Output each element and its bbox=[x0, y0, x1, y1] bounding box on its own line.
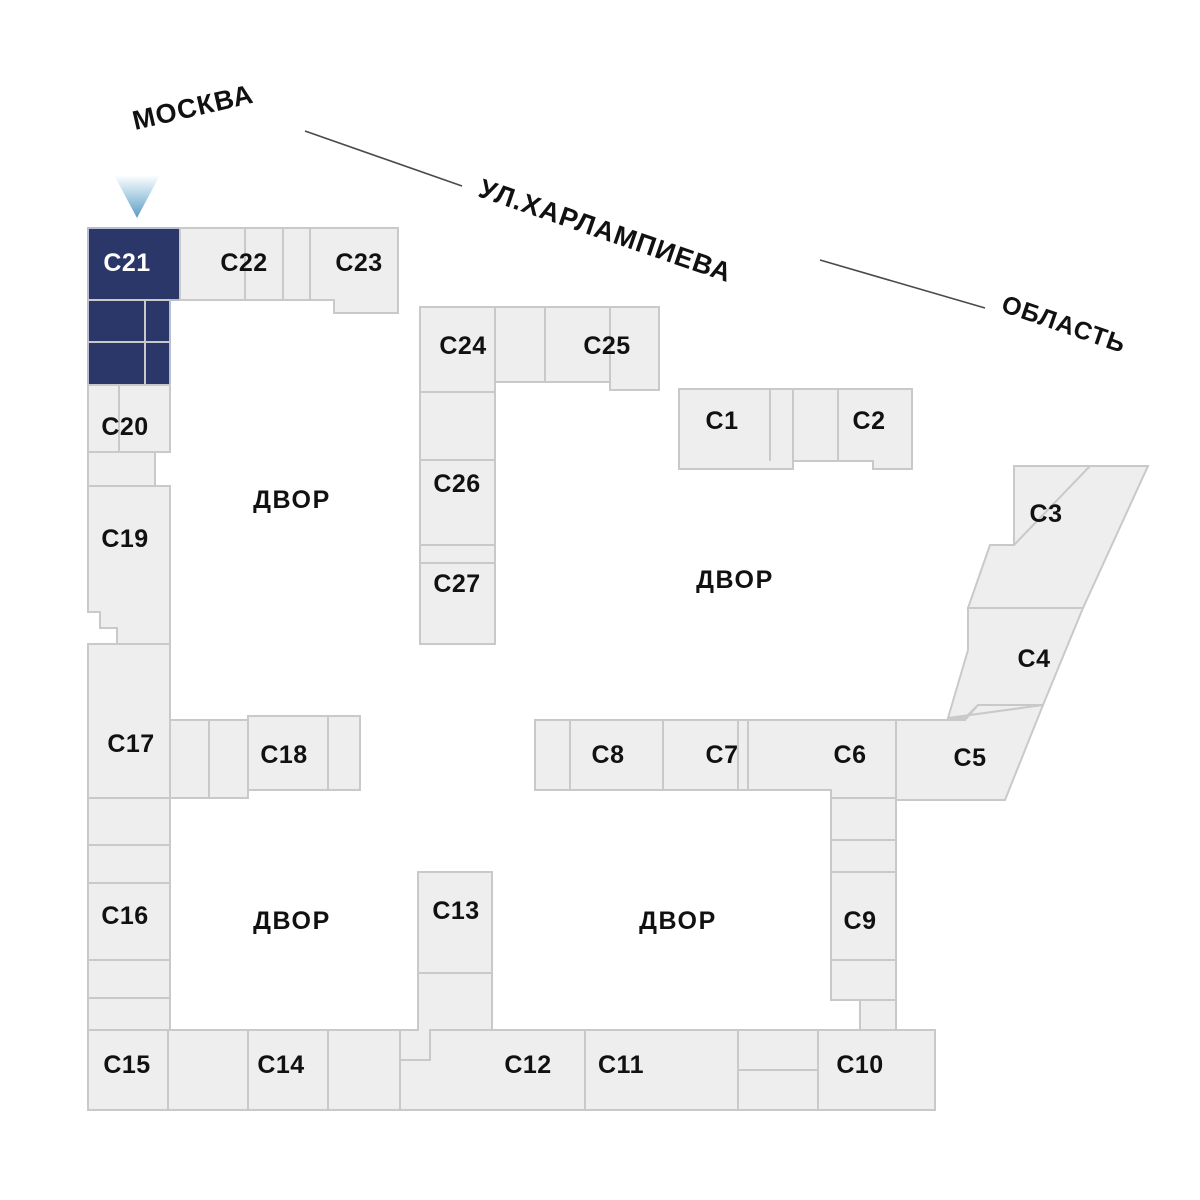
section-label-c5: С5 bbox=[954, 744, 987, 772]
section-label-c20: С20 bbox=[101, 413, 148, 441]
section-label-c7: С7 bbox=[706, 741, 739, 769]
section-label-c15: С15 bbox=[103, 1051, 150, 1079]
section-label-c17: С17 bbox=[107, 730, 154, 758]
section-label-c1: С1 bbox=[706, 407, 739, 435]
section-label-c12: С12 bbox=[504, 1051, 551, 1079]
street-label-oblast: ОБЛАСТЬ bbox=[998, 290, 1130, 359]
leader-kharlampieva-oblast bbox=[819, 259, 986, 309]
section-label-c4: С4 bbox=[1018, 645, 1051, 673]
section-label-c18: С18 bbox=[260, 741, 307, 769]
section-block-c19[interactable] bbox=[87, 485, 171, 645]
block-divider bbox=[947, 704, 1044, 719]
street-label-moskva: МОСКВА bbox=[130, 79, 257, 136]
section-label-c22: С22 bbox=[220, 249, 267, 277]
section-label-c8: С8 bbox=[592, 741, 625, 769]
section-label-c6: С6 bbox=[834, 741, 867, 769]
section-label-c13: С13 bbox=[432, 897, 479, 925]
section-label-c10: С10 bbox=[836, 1051, 883, 1079]
marker-layer bbox=[114, 175, 160, 218]
street-label-kharlampieva: УЛ.ХАРЛАМПИЕВА bbox=[475, 173, 736, 288]
courtyard-labels-layer: ДВОР ДВОР ДВОР ДВОР bbox=[253, 486, 774, 935]
section-label-c3: С3 bbox=[1030, 500, 1063, 528]
section-block-c17[interactable] bbox=[87, 643, 249, 799]
section-label-c26: С26 bbox=[433, 470, 480, 498]
section-label-c21: С21 bbox=[103, 249, 150, 277]
section-block-c1[interactable] bbox=[678, 388, 794, 470]
courtyard-label: ДВОР bbox=[696, 566, 774, 594]
section-label-c23: С23 bbox=[335, 249, 382, 277]
section-label-c25: С25 bbox=[583, 332, 630, 360]
section-label-c11: С11 bbox=[598, 1051, 644, 1079]
courtyard-label: ДВОР bbox=[253, 907, 331, 935]
section-block-c26[interactable] bbox=[419, 391, 496, 546]
selected-location-marker[interactable] bbox=[114, 175, 160, 218]
section-block-c6[interactable] bbox=[747, 719, 897, 799]
section-block-c3[interactable] bbox=[966, 465, 1150, 609]
section-label-c9: С9 bbox=[844, 907, 877, 935]
street-leader-lines-layer bbox=[304, 130, 986, 309]
section-block-c27[interactable] bbox=[419, 544, 496, 645]
section-label-c19: С19 bbox=[101, 525, 148, 553]
section-block-c18[interactable] bbox=[247, 715, 361, 791]
courtyard-label: ДВОР bbox=[253, 486, 331, 514]
section-label-c24: С24 bbox=[439, 332, 486, 360]
section-label-c27: С27 bbox=[433, 570, 480, 598]
section-label-c2: С2 bbox=[853, 407, 886, 435]
section-block-c4[interactable] bbox=[946, 607, 1085, 719]
section-block-c23[interactable] bbox=[309, 227, 399, 314]
leader-moskva-kharlampieva bbox=[304, 130, 463, 187]
section-label-c16: С16 bbox=[101, 902, 148, 930]
block-divider bbox=[1013, 465, 1091, 546]
courtyard-label: ДВОР bbox=[639, 907, 717, 935]
section-label-c14: С14 bbox=[257, 1051, 304, 1079]
block-dividers-layer bbox=[88, 228, 1091, 1110]
building-blocks-layer bbox=[87, 227, 1150, 1111]
